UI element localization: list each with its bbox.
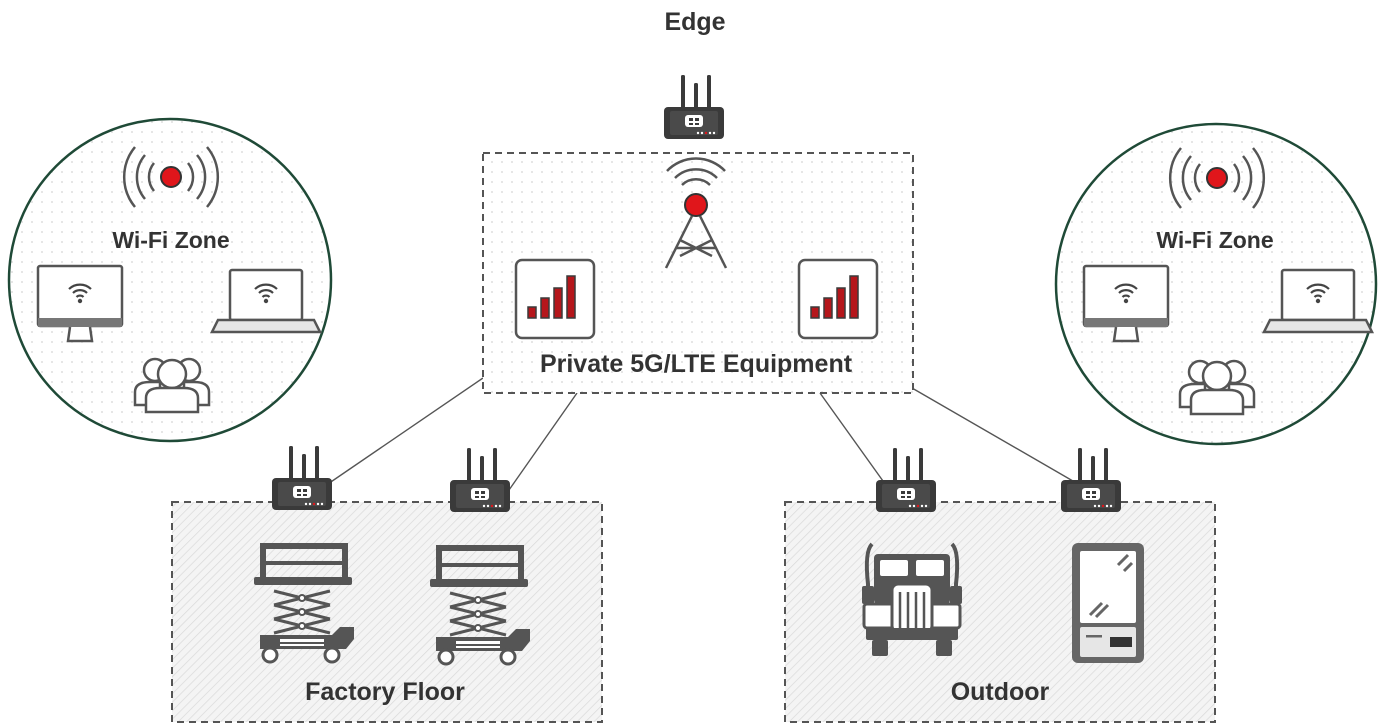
wifi-zone-label: Wi-Fi Zone: [1156, 227, 1273, 253]
router-icon: [1061, 448, 1121, 512]
edge-title: Edge: [664, 8, 725, 36]
router-icon: [664, 75, 724, 139]
factory-floor-box: Factory Floor: [171, 501, 603, 723]
factory-floor-label: Factory Floor: [305, 678, 465, 706]
signal-bars-icon: [514, 258, 596, 340]
wifi-zone-label: Wi-Fi Zone: [112, 227, 229, 253]
cell-tower-icon: [664, 157, 728, 269]
link-equipment-lift1: [321, 377, 484, 489]
router-icon: [450, 448, 510, 512]
wifi-zone-right: Wi-Fi Zone: [1054, 122, 1378, 446]
equipment-label: Private 5G/LTE Equipment: [540, 350, 853, 378]
truck-icon: [860, 542, 964, 658]
wifi-zone-left: Wi-Fi Zone: [7, 117, 333, 443]
equipment-box: Private 5G/LTE Equipment: [482, 152, 914, 394]
users-group-icon: [1178, 359, 1256, 416]
connection-lines: [321, 377, 1086, 511]
router-icon: [272, 446, 332, 510]
kiosk-icon: [1070, 541, 1146, 665]
link-equipment-kiosk: [911, 387, 1086, 489]
signal-bars-icon: [797, 258, 879, 340]
users-group-icon: [133, 357, 211, 414]
link-equipment-truck: [819, 392, 889, 489]
outdoor-label: Outdoor: [951, 678, 1050, 706]
outdoor-box: Outdoor: [784, 501, 1216, 723]
router-icon: [876, 448, 936, 512]
